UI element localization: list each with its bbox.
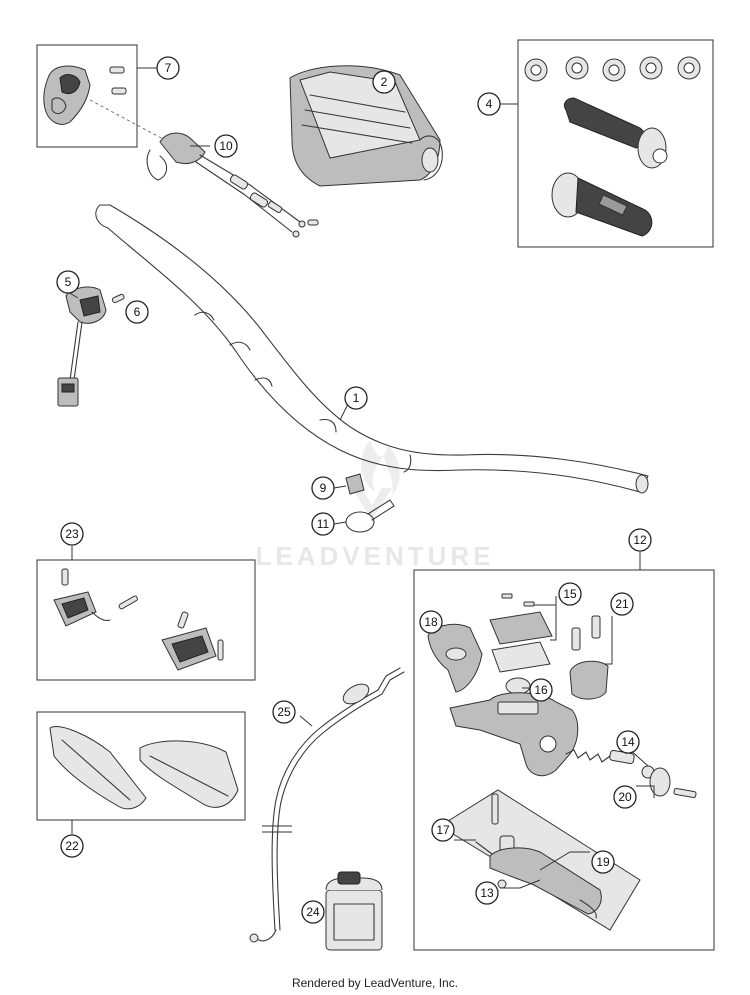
callout-10: 10 bbox=[214, 134, 238, 158]
callout-24: 24 bbox=[301, 900, 325, 924]
box-hand-guards bbox=[36, 711, 246, 821]
svg-text:4: 4 bbox=[486, 97, 493, 111]
part-clutch-line bbox=[249, 667, 405, 943]
callout-18: 18 bbox=[419, 610, 443, 634]
part-grip-cams bbox=[524, 56, 701, 82]
box-master-cylinder bbox=[413, 569, 715, 951]
callout-4: 4 bbox=[477, 92, 501, 116]
box-grips bbox=[517, 39, 714, 248]
part-fluid-bottle bbox=[325, 871, 383, 951]
svg-text:22: 22 bbox=[65, 839, 79, 853]
part-handlebar bbox=[95, 204, 649, 494]
callout-6: 6 bbox=[125, 300, 149, 324]
callout-20: 20 bbox=[613, 785, 637, 809]
callout-13: 13 bbox=[475, 881, 499, 905]
part-hand-guards bbox=[49, 726, 239, 810]
footer-credit: Rendered by LeadVenture, Inc. bbox=[291, 976, 459, 990]
part-throttle-housing bbox=[43, 65, 166, 141]
leader-lines bbox=[67, 67, 655, 889]
watermark: LEADVENTURE bbox=[255, 440, 494, 571]
svg-text:24: 24 bbox=[306, 905, 320, 919]
callout-1: 1 bbox=[344, 386, 368, 410]
svg-text:21: 21 bbox=[615, 597, 629, 611]
part-grip-left bbox=[551, 172, 653, 237]
callout-11: 11 bbox=[311, 512, 335, 536]
svg-text:1: 1 bbox=[353, 391, 360, 405]
callout-12: 12 bbox=[628, 528, 652, 552]
callout-5: 5 bbox=[56, 270, 80, 294]
box-switch-assembly bbox=[36, 559, 256, 681]
svg-text:2: 2 bbox=[381, 75, 388, 89]
watermark-text: LEADVENTURE bbox=[255, 541, 494, 571]
callout-7: 7 bbox=[156, 56, 180, 80]
svg-text:11: 11 bbox=[317, 517, 330, 531]
svg-text:9: 9 bbox=[320, 481, 327, 495]
svg-text:20: 20 bbox=[618, 790, 632, 804]
part-kill-switch-screw bbox=[111, 293, 125, 304]
svg-text:16: 16 bbox=[534, 683, 548, 697]
svg-text:19: 19 bbox=[596, 855, 610, 869]
part-throttle-cables bbox=[146, 132, 319, 238]
callout-17: 17 bbox=[431, 818, 455, 842]
part-kill-switch bbox=[57, 286, 107, 407]
svg-text:15: 15 bbox=[563, 587, 577, 601]
callout-22: 22 bbox=[60, 834, 84, 858]
callout-16: 16 bbox=[529, 678, 553, 702]
callout-23: 23 bbox=[60, 522, 84, 546]
part-switch-assembly bbox=[53, 568, 224, 671]
svg-text:18: 18 bbox=[424, 615, 438, 629]
callout-2: 2 bbox=[372, 70, 396, 94]
part-cable-clamp bbox=[345, 473, 365, 495]
svg-text:17: 17 bbox=[436, 823, 450, 837]
svg-text:13: 13 bbox=[480, 886, 494, 900]
svg-text:12: 12 bbox=[633, 533, 647, 547]
svg-text:6: 6 bbox=[134, 305, 141, 319]
part-grip-throttle bbox=[563, 97, 668, 169]
svg-text:23: 23 bbox=[65, 527, 79, 541]
callout-21: 21 bbox=[610, 592, 634, 616]
part-master-cylinder-assembly bbox=[427, 593, 697, 931]
callout-9: 9 bbox=[311, 476, 335, 500]
svg-text:25: 25 bbox=[277, 705, 291, 719]
callout-25: 25 bbox=[272, 700, 296, 724]
svg-text:14: 14 bbox=[621, 735, 635, 749]
callout-14: 14 bbox=[616, 730, 640, 754]
svg-text:5: 5 bbox=[65, 275, 72, 289]
part-bar-pad bbox=[289, 65, 443, 187]
svg-text:7: 7 bbox=[165, 61, 172, 75]
box-throttle-housing bbox=[36, 44, 138, 148]
callout-19: 19 bbox=[591, 850, 615, 874]
callout-15: 15 bbox=[558, 582, 582, 606]
svg-text:10: 10 bbox=[219, 139, 233, 153]
